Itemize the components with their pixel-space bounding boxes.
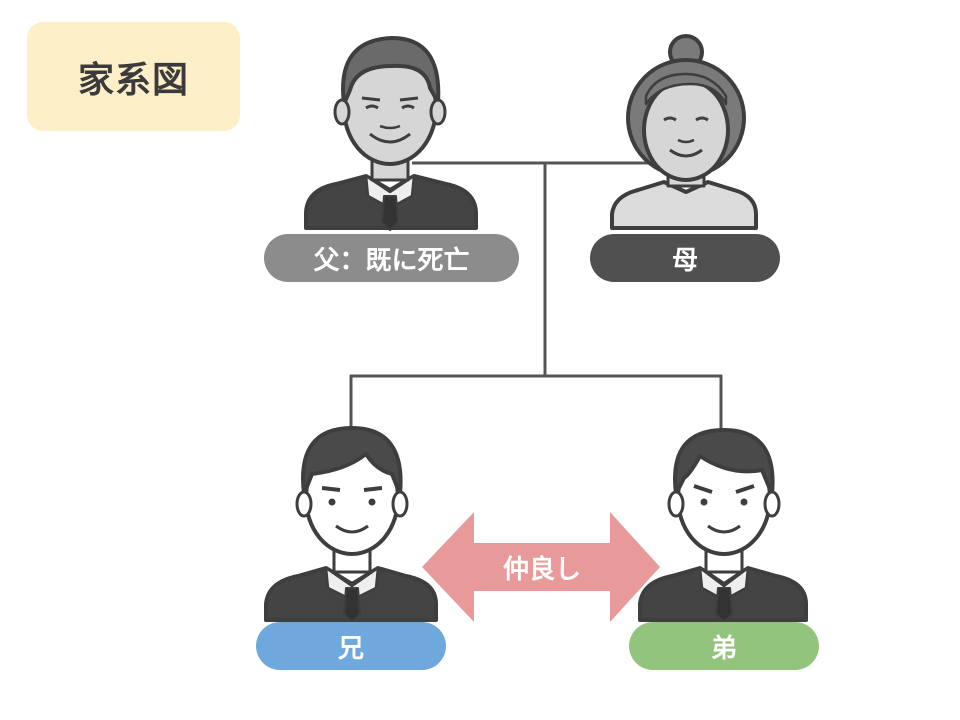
diagram-title: 家系図 (77, 59, 189, 101)
mother-icon (610, 34, 758, 230)
elder-brother-icon (264, 426, 438, 623)
title-box: 家系図 (27, 22, 240, 131)
elder-brother-label: 兄 (256, 622, 446, 670)
father-label-text: 父：既に死亡 (313, 245, 470, 276)
double-arrow-icon (422, 512, 660, 622)
father-icon (304, 36, 478, 231)
father-label: 父：既に死亡 (264, 234, 519, 282)
connector-lines (349, 161, 723, 432)
relationship-label: 仲良し (502, 554, 581, 585)
younger-brother-icon (638, 428, 808, 623)
elder-brother-label-text: 兄 (337, 633, 364, 664)
younger-brother-label-text: 弟 (710, 633, 737, 664)
younger-brother-label: 弟 (629, 622, 819, 670)
mother-label: 母 (590, 234, 780, 282)
mother-label-text: 母 (671, 245, 698, 276)
